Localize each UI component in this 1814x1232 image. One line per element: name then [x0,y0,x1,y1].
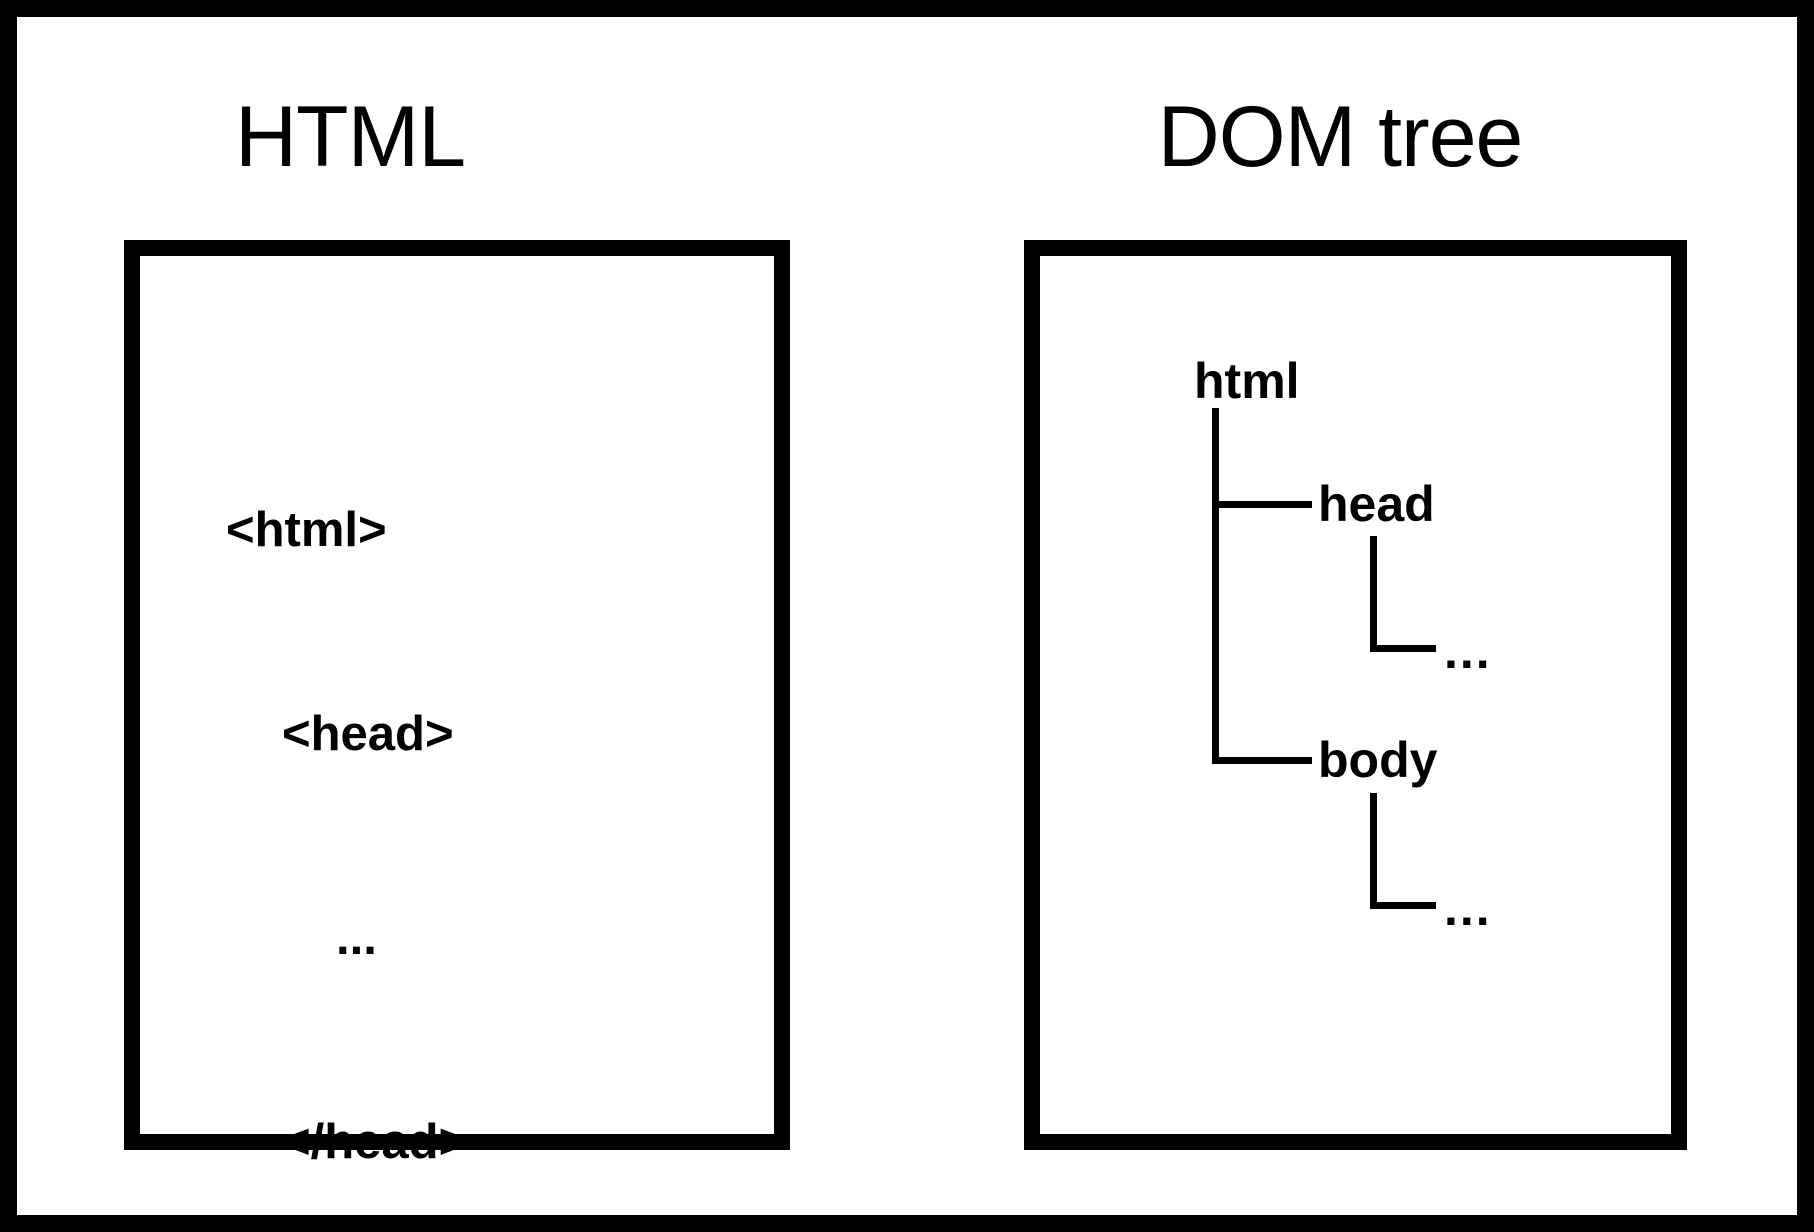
tree-node-body: body [1318,732,1438,788]
tree-trunk-line [1212,408,1219,764]
html-code-listing: <html> <head> ... </head> <body> ... </b… [140,360,774,1215]
tree-body-child-hline [1370,902,1436,909]
tree-branch-body-line [1212,757,1312,764]
code-line: </head> [282,1115,468,1169]
tree-branch-head-line [1212,501,1312,508]
tree-body-child-vline [1370,793,1377,909]
dom-tree-box: html head ... body ... [1024,240,1687,1150]
tree-head-child-hline [1370,645,1436,652]
tree-node-head: head [1318,476,1435,532]
code-line: ... [336,911,377,965]
dom-tree-graph: html head ... body ... [1040,256,1671,1134]
code-line: <head> [282,707,454,761]
tree-node-html: html [1194,353,1300,409]
tree-head-child-vline [1370,536,1377,652]
dom-panel-title: DOM tree [1157,89,1524,185]
html-source-box: <html> <head> ... </head> <body> ... </b… [124,240,790,1169]
code-line: <html> [226,503,387,557]
tree-node-body-ellipsis: ... [1444,880,1492,936]
tree-node-head-ellipsis: ... [1444,623,1492,679]
html-panel-title: HTML [234,89,466,185]
